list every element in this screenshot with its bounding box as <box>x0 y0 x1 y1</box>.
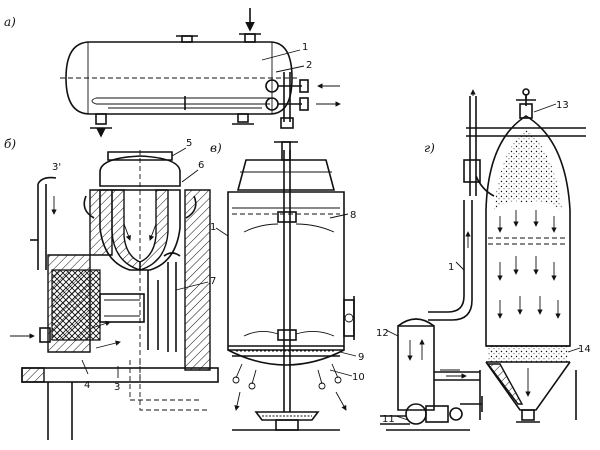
packing-layer <box>488 346 568 362</box>
pump <box>405 403 427 425</box>
vessel-shell <box>227 191 345 351</box>
column-flow-arrows <box>497 210 561 319</box>
panel-b-furnace: б) <box>4 137 219 440</box>
callout-g-13: 13 <box>556 100 569 111</box>
panel-v-agitator-vessel: в) <box>210 141 365 431</box>
bottom-spray-nozzles <box>232 363 342 390</box>
callout-g-14: 14 <box>578 344 591 355</box>
column-shell <box>485 115 571 347</box>
callout-b-6: 6 <box>198 160 204 171</box>
spray-zone <box>494 130 562 210</box>
vessel-bottom <box>227 349 345 366</box>
receiver-tank <box>397 325 435 411</box>
callout-b-3prime: 3' <box>52 162 61 173</box>
panel-b-label: б) <box>4 137 16 151</box>
callout-v-10: 10 <box>352 372 365 383</box>
panel-g-spray-column: г) <box>376 88 591 431</box>
coil-bundle <box>91 97 270 105</box>
vessel-lid <box>236 159 336 191</box>
firebox-lining <box>51 269 101 341</box>
callout-b-3: 3 <box>114 382 120 393</box>
callout-b-5: 5 <box>186 138 192 149</box>
callout-b-7: 7 <box>210 276 216 287</box>
panel-a-horizontal-tank: а) 1 2 <box>4 8 341 138</box>
callout-v-1: 1 <box>210 222 216 233</box>
callout-b-4: 4 <box>84 380 90 391</box>
drive-gear <box>254 411 320 421</box>
callout-v-9: 9 <box>358 352 364 363</box>
callout-g-1: 1 <box>448 262 454 273</box>
callout-v-8: 8 <box>350 210 356 221</box>
callout-g-11: 11 <box>382 414 395 425</box>
burner-box <box>99 293 145 323</box>
kettle-bowl <box>99 189 181 271</box>
right-brick-wall <box>184 189 211 371</box>
callout-g-12: 12 <box>376 328 389 339</box>
kettle-lid <box>99 155 181 187</box>
transfer-pipe <box>428 200 473 321</box>
panel-a-label: а) <box>4 15 16 29</box>
callout-a-1: 1 <box>302 42 308 53</box>
drum-shell <box>65 41 293 115</box>
callout-a-2: 2 <box>306 60 312 71</box>
panel-v-label: в) <box>210 141 222 155</box>
panel-g-label: г) <box>424 141 435 155</box>
